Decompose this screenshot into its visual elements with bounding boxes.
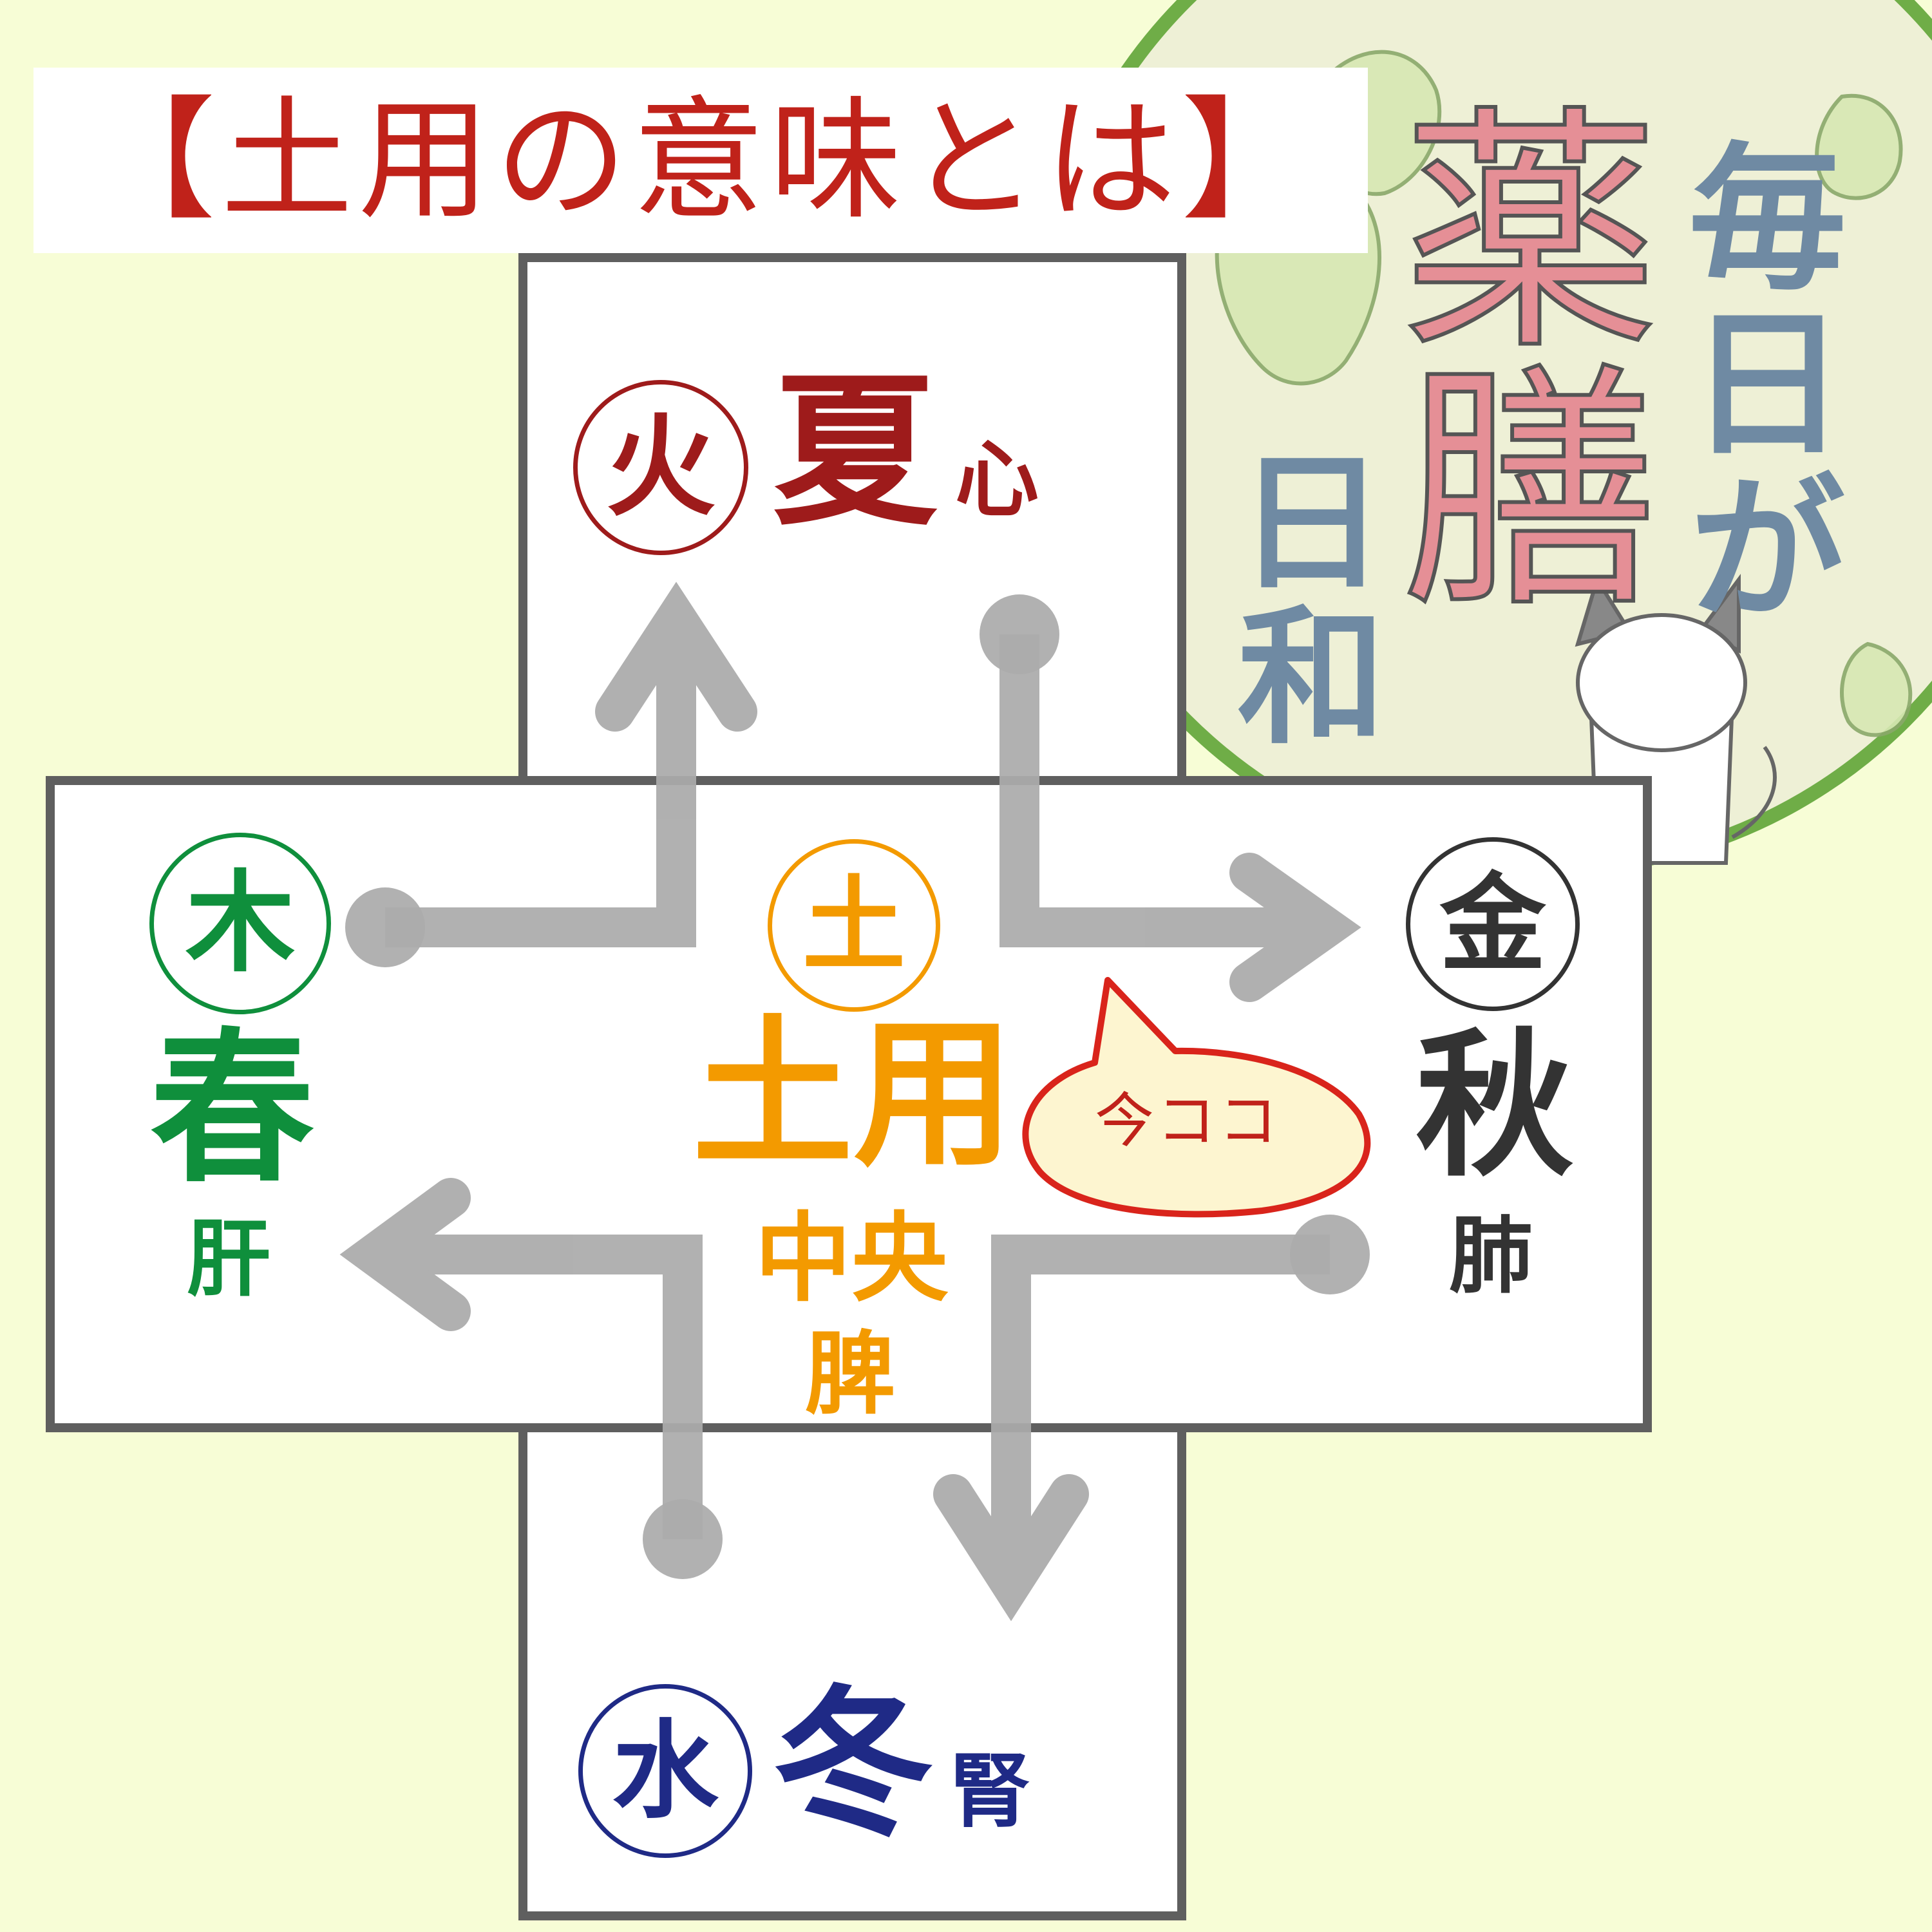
dot-wood: [345, 887, 425, 967]
arrow-head-wood: [339, 1178, 471, 1331]
callout-text: 今ココ: [1095, 1086, 1281, 1155]
callout-bubble: [1022, 977, 1371, 1218]
earth-symbol: 土: [802, 865, 905, 985]
earth-symbol-circle: 土: [768, 839, 940, 1012]
fire-organ: 心: [955, 431, 1039, 529]
wood-symbol-circle: 木: [149, 833, 331, 1014]
page-title: 【土用の意味とは】: [84, 84, 1318, 238]
arrow-wood-to-fire: [385, 618, 696, 947]
metal-symbol: 金: [1439, 862, 1546, 986]
metal-organ: 肺: [1449, 1207, 1533, 1305]
water-symbol-circle: 水: [578, 1684, 752, 1858]
dot-fire: [980, 594, 1059, 674]
earth-season: 土用: [692, 1001, 1014, 1188]
fire-symbol: 火: [605, 404, 715, 531]
logo-line1: 毎日が: [1662, 135, 1845, 632]
metal-symbol-circle: 金: [1406, 837, 1580, 1011]
logo-line2: 薬膳: [1356, 95, 1659, 614]
arrow-head-fire: [595, 582, 757, 732]
arrow-head-metal: [1229, 853, 1361, 1002]
metal-season: 秋: [1416, 1014, 1573, 1198]
logo-line3: 日和: [1212, 444, 1384, 753]
earth-organ: 脾: [805, 1322, 896, 1427]
wood-organ: 肝: [187, 1210, 271, 1308]
arrow-water-to-wood: [374, 1235, 703, 1539]
arrow-fire-to-metal: [999, 634, 1327, 947]
arrow-metal-to-water: [991, 1235, 1330, 1584]
water-organ: 腎: [950, 1745, 1030, 1839]
water-season: 冬: [773, 1671, 934, 1858]
arrow-head-water: [933, 1474, 1089, 1622]
fire-season: 夏: [773, 357, 938, 548]
dot-metal: [1290, 1215, 1370, 1294]
dot-water: [643, 1499, 723, 1579]
fire-symbol-circle: 火: [573, 380, 748, 555]
title-box: [33, 68, 1368, 253]
water-symbol: 水: [612, 1709, 719, 1833]
wood-season: 春: [150, 1014, 315, 1205]
wood-symbol: 木: [185, 860, 295, 987]
earth-direction: 中央: [755, 1203, 949, 1315]
